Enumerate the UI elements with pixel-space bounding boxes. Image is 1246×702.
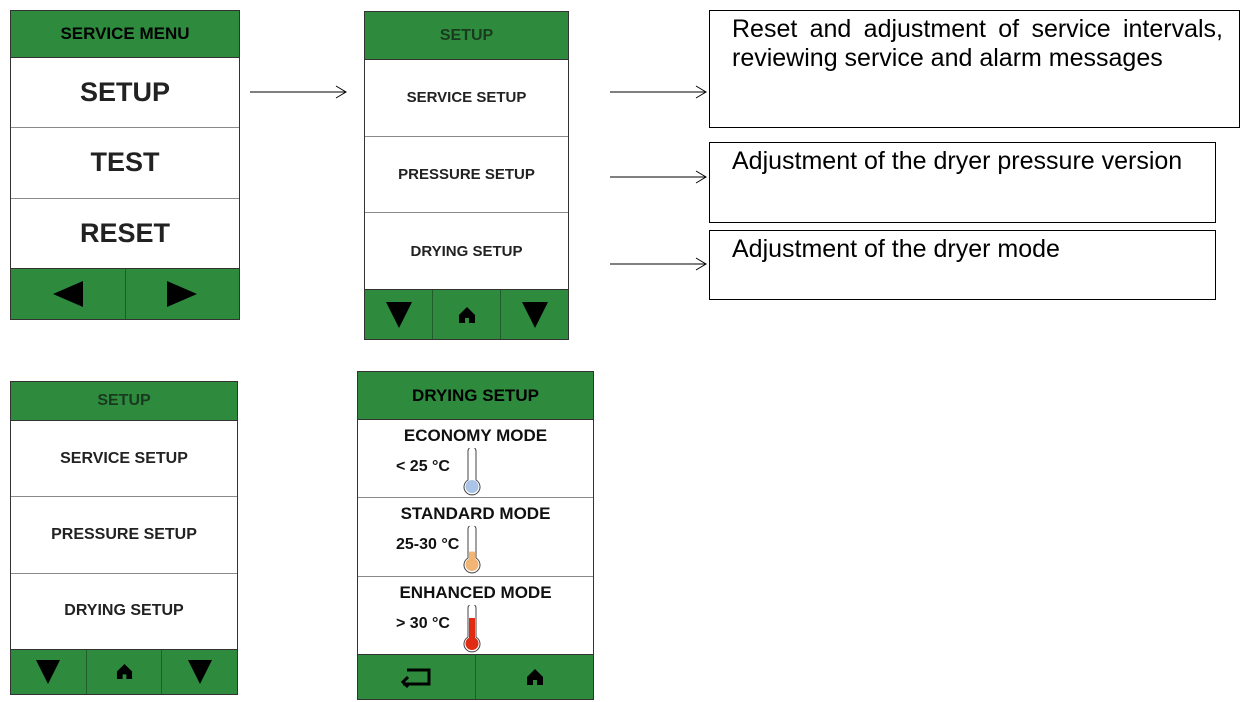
drying-setup-header: DRYING SETUP — [358, 372, 593, 420]
home-icon — [458, 306, 475, 323]
arrow-right-icon — [167, 280, 198, 307]
standard-mode-option[interactable]: STANDARD MODE 25-30 °C — [358, 498, 593, 577]
pressure-setup-description: Adjustment of the dryer pressure version — [709, 142, 1216, 223]
drying-setup-panel: DRYING SETUP ECONOMY MODE < 25 °C STANDA… — [357, 371, 594, 700]
setup-panel-bottom: SETUP SERVICE SETUP PRESSURE SETUP DRYIN… — [10, 381, 238, 695]
flow-arrow-pressure — [610, 170, 707, 184]
drying-setup-item[interactable]: DRYING SETUP — [410, 242, 523, 260]
back-button[interactable] — [358, 655, 475, 699]
thermometer-icon — [463, 448, 481, 496]
mode-title: STANDARD MODE — [400, 504, 551, 524]
pressure-setup-item[interactable]: PRESSURE SETUP — [365, 137, 568, 214]
home-icon — [526, 668, 543, 685]
flow-arrow-1 — [250, 85, 347, 99]
arrow-down-icon — [521, 301, 548, 328]
scroll-down-button-right[interactable] — [161, 649, 237, 694]
drying-setup-footer — [358, 653, 593, 699]
scroll-down-button-left[interactable] — [11, 650, 86, 694]
prev-button[interactable] — [11, 269, 125, 319]
service-setup-item[interactable]: SERVICE SETUP — [365, 60, 568, 137]
arrow-left-icon — [52, 280, 83, 307]
economy-mode-option[interactable]: ECONOMY MODE < 25 °C — [358, 420, 593, 499]
mode-title: ENHANCED MODE — [399, 582, 552, 602]
drying-setup-item[interactable]: DRYING SETUP — [64, 602, 184, 620]
mode-temperature: > 30 °C — [396, 614, 450, 632]
service-menu-header: SERVICE MENU — [11, 11, 239, 58]
drying-setup-description: Adjustment of the dryer mode — [709, 230, 1216, 300]
flow-arrow-drying — [610, 257, 707, 271]
setup-header: SETUP — [365, 12, 568, 60]
service-menu-footer — [11, 267, 240, 319]
home-button[interactable] — [85, 649, 162, 694]
home-button[interactable] — [475, 654, 593, 699]
mode-title: ECONOMY MODE — [403, 426, 548, 445]
service-setup-description: Reset and adjustment of service interval… — [709, 10, 1240, 128]
thermometer-icon — [463, 526, 481, 574]
home-icon — [116, 664, 132, 680]
scroll-down-button-left[interactable] — [365, 290, 432, 339]
menu-item-setup[interactable]: SETUP — [11, 58, 239, 129]
menu-item-test[interactable]: TEST — [11, 128, 239, 199]
arrow-down-icon — [187, 659, 212, 684]
arrow-down-icon — [385, 301, 412, 328]
flow-arrow-service — [610, 85, 707, 99]
enhanced-mode-option[interactable]: ENHANCED MODE > 30 °C — [358, 577, 593, 654]
back-arrow-icon — [400, 668, 430, 688]
thermometer-icon — [463, 604, 481, 653]
next-button[interactable] — [124, 268, 240, 319]
menu-item-reset[interactable]: RESET — [79, 217, 171, 248]
home-button[interactable] — [432, 290, 500, 340]
arrow-down-icon — [36, 659, 61, 684]
service-setup-item[interactable]: SERVICE SETUP — [11, 421, 237, 498]
mode-temperature: < 25 °C — [396, 458, 450, 475]
pressure-setup-item[interactable]: PRESSURE SETUP — [11, 497, 237, 574]
mode-temperature: 25-30 °C — [396, 536, 460, 554]
scroll-down-button-right[interactable] — [500, 290, 568, 340]
service-menu-panel: SERVICE MENU SETUP TEST RESET — [10, 10, 240, 320]
setup-footer — [11, 648, 237, 694]
setup-header: SETUP — [11, 382, 237, 421]
setup-panel-top: SETUP SERVICE SETUP PRESSURE SETUP DRYIN… — [364, 11, 569, 340]
setup-footer — [365, 289, 568, 340]
